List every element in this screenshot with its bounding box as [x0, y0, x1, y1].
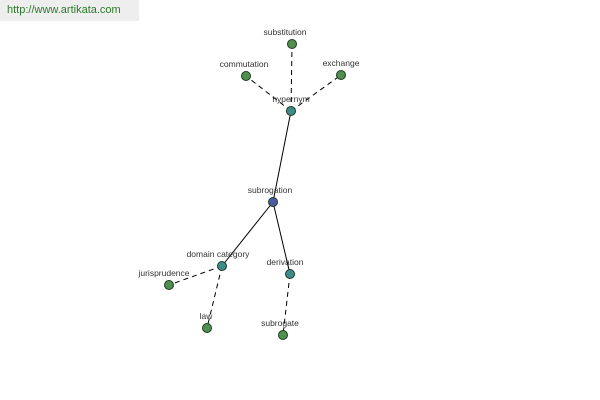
node-law[interactable] — [202, 323, 212, 333]
node-label-subrogate[interactable]: subrogate — [261, 318, 299, 328]
edge-domain-category-law — [206, 265, 223, 329]
edge-subrogation-derivation — [272, 201, 291, 275]
nodes-layer — [164, 39, 346, 340]
node-label-jurisprudence[interactable]: jurisprudence — [137, 268, 189, 278]
edge-subrogation-domain-category — [221, 201, 274, 267]
node-domain-category[interactable] — [217, 261, 227, 271]
watermark-url[interactable]: http://www.artikata.com — [7, 4, 121, 16]
node-label-derivation[interactable]: derivation — [267, 257, 304, 267]
node-label-domain-category[interactable]: domain category — [187, 249, 251, 259]
node-jurisprudence[interactable] — [164, 280, 174, 290]
node-subrogate[interactable] — [278, 330, 288, 340]
node-label-hypernym[interactable]: hypernym — [272, 94, 309, 104]
edge-hypernym-commutation — [245, 75, 292, 112]
node-substitution[interactable] — [287, 39, 297, 49]
labels-layer: substitution commutation exchange hypernym s… — [137, 27, 359, 328]
node-label-commutation[interactable]: commutation — [220, 59, 269, 69]
watermark-bar: http://www.artikata.com — [0, 0, 139, 21]
node-subrogation[interactable] — [268, 197, 278, 207]
edge-hypernym-substitution — [290, 43, 293, 112]
edge-hypernym-exchange — [290, 74, 342, 112]
node-label-substitution[interactable]: substitution — [264, 27, 307, 37]
node-commutation[interactable] — [241, 71, 251, 81]
node-exchange[interactable] — [336, 70, 346, 80]
node-hypernym[interactable] — [286, 106, 296, 116]
node-label-subrogation[interactable]: subrogation — [248, 185, 293, 195]
node-derivation[interactable] — [285, 269, 295, 279]
edge-subrogation-hypernym — [272, 110, 292, 203]
node-label-law[interactable]: law — [200, 311, 214, 321]
edge-domain-category-jurisprudence — [168, 265, 223, 286]
edge-derivation-subrogate — [282, 273, 291, 336]
node-label-exchange[interactable]: exchange — [323, 58, 360, 68]
edges-layer — [168, 43, 342, 336]
